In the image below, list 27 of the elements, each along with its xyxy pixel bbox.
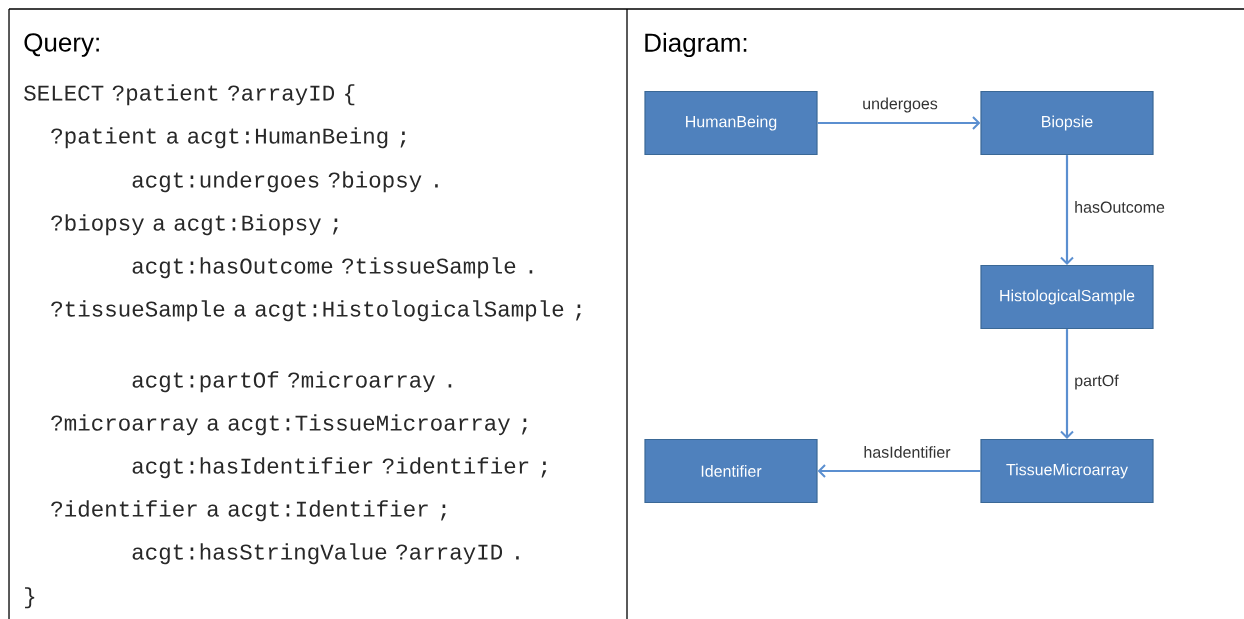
edge-label: hasIdentifier xyxy=(862,445,952,459)
code-line: acgt:hasStringValue ?arrayID . xyxy=(132,543,519,565)
class-box: HumanBeing xyxy=(644,90,818,156)
class-box: HistologicalSample xyxy=(980,264,1154,330)
code-line: SELECT ?patient ?arrayID { xyxy=(24,84,355,106)
code-line: ?microarray a acgt:TissueMicroarray ; xyxy=(51,414,527,436)
arrow xyxy=(1060,329,1074,439)
code-line: acgt:hasOutcome ?tissueSample . xyxy=(132,257,533,279)
arrow xyxy=(1060,155,1074,265)
code-line: ?biopsy a acgt:Biopsy ; xyxy=(51,214,338,236)
arrow xyxy=(817,116,981,130)
code-line: acgt:undergoes ?biopsy . xyxy=(132,171,438,193)
code-line: acgt:hasIdentifier ?identifier ; xyxy=(132,457,547,479)
class-box: Identifier xyxy=(644,438,818,504)
class-box: Biopsie xyxy=(980,90,1154,156)
class-box: TissueMicroarray xyxy=(980,438,1154,504)
code-line: acgt:partOf ?microarray . xyxy=(132,371,452,393)
edge-label: undergoes xyxy=(861,96,939,114)
edge-label: partOf xyxy=(1073,373,1120,391)
code-line: ?patient a acgt:HumanBeing ; xyxy=(51,127,406,149)
code-line: } xyxy=(25,587,35,609)
code-line: ?tissueSample a acgt:HistologicalSample ; xyxy=(51,300,581,322)
panel-heading: Diagram: xyxy=(645,32,747,58)
edge-label: hasOutcome xyxy=(1073,200,1166,214)
code-line: ?identifier a acgt:Identifier ; xyxy=(51,500,446,522)
arrow xyxy=(817,464,981,478)
panel-heading: Query: xyxy=(24,33,99,57)
